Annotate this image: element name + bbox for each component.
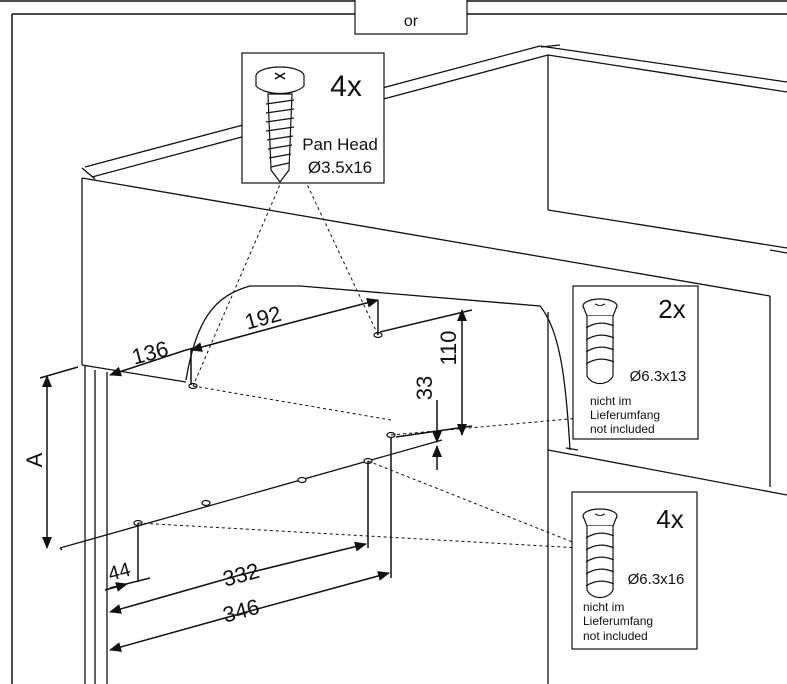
box3-size: Ø6.3x16: [628, 571, 685, 588]
box2-note-de-2: Lieferumfang: [590, 408, 660, 422]
dim-a-label: A: [22, 452, 47, 467]
box3-quantity: 4x: [656, 504, 683, 534]
dimension-lines: [39, 297, 473, 652]
dimension-labels: 136 192 110 33 A 44 332 346: [22, 301, 461, 628]
box2-note-de-1: nicht im: [590, 394, 631, 408]
countersunk-screw-icon: [582, 298, 618, 385]
dim-33-label: 33: [412, 376, 437, 400]
dim-346-label: 346: [220, 594, 262, 628]
box3-note-de-1: nicht im: [583, 600, 624, 614]
box2-note-en: not included: [590, 422, 655, 436]
screw-box-6-3x13: 2x Ø6.3x13 nicht im Lieferumfang not inc…: [572, 285, 699, 440]
dim-332-label: 332: [220, 558, 262, 592]
box3-note-en: not included: [583, 629, 648, 643]
box2-size: Ø6.3x13: [630, 368, 687, 385]
pan-head-quantity: 4x: [330, 70, 362, 103]
screw-box-6-3x16: 4x Ø6.3x16 nicht im Lieferumfang not inc…: [571, 491, 698, 650]
dim-110-label: 110: [436, 330, 461, 365]
top-tab: or: [354, 0, 468, 35]
pan-head-size: Ø3.5x16: [308, 158, 372, 177]
pan-head-type: Pan Head: [302, 135, 378, 154]
pan-head-screw-icon: [255, 66, 305, 183]
cabinet-drawing: [59, 44, 787, 684]
dim-192-label: 192: [242, 301, 284, 335]
drill-holes: [133, 331, 396, 527]
countersunk-screw-icon: [582, 508, 618, 599]
top-tab-label: or: [404, 13, 419, 30]
connection-lines: [137, 179, 581, 549]
dim-44-label: 44: [106, 559, 133, 586]
box3-note-de-2: Lieferumfang: [583, 614, 653, 628]
box2-quantity: 2x: [658, 294, 685, 324]
dim-136-label: 136: [129, 336, 171, 370]
screw-box-pan-head: 4x Pan Head Ø3.5x16: [241, 52, 385, 184]
